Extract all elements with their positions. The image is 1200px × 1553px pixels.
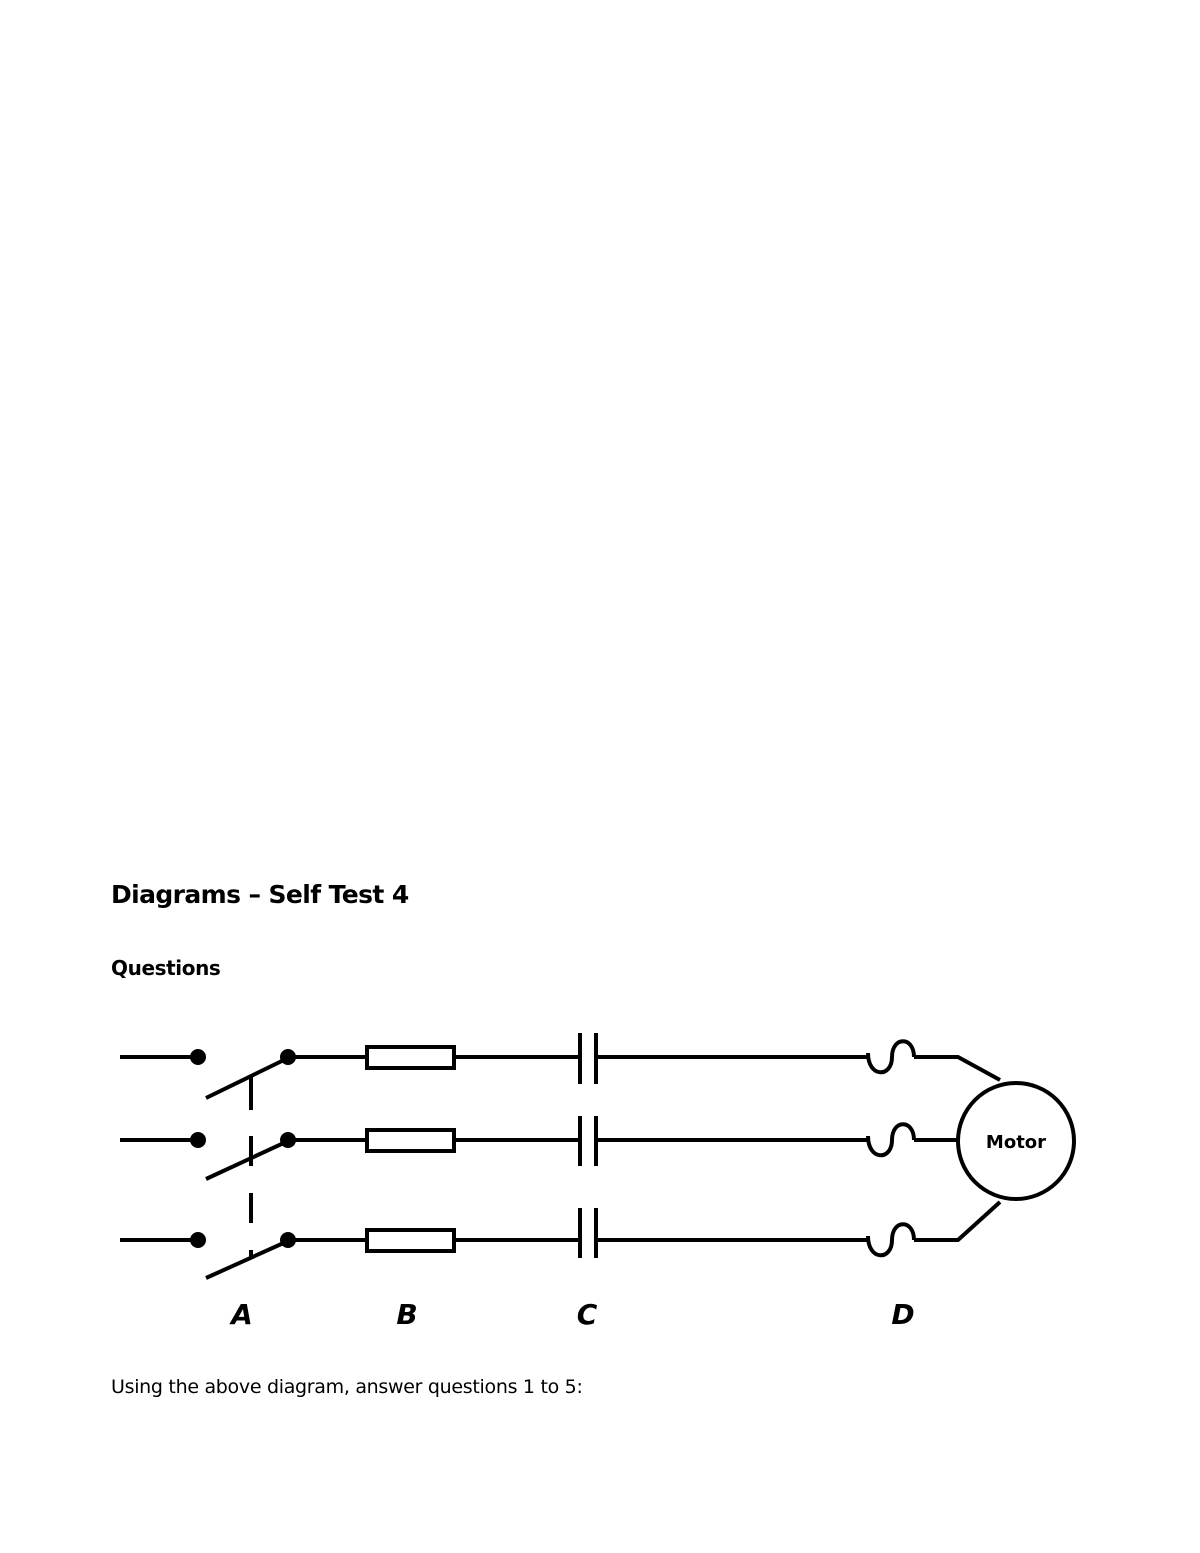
instruction-text: Using the above diagram, answer question… [111, 1376, 583, 1398]
label-c: C [577, 1298, 598, 1331]
section-heading: Questions [111, 956, 221, 980]
label-b: B [396, 1298, 417, 1331]
label-d: D [891, 1298, 914, 1331]
thermal-overload-icon [866, 1039, 916, 1258]
label-a: A [229, 1298, 253, 1331]
motor-label: Motor [986, 1132, 1046, 1153]
ganged-switch-icon [190, 1049, 296, 1280]
motor-icon [956, 1081, 1076, 1201]
input-wires [120, 1055, 198, 1242]
page-title: Diagrams – Self Test 4 [111, 880, 409, 909]
resistor-icon [365, 1045, 456, 1253]
circuit-diagram: Motor A B C D [0, 1000, 1200, 1340]
capacitor-contact-icon [578, 1033, 598, 1258]
